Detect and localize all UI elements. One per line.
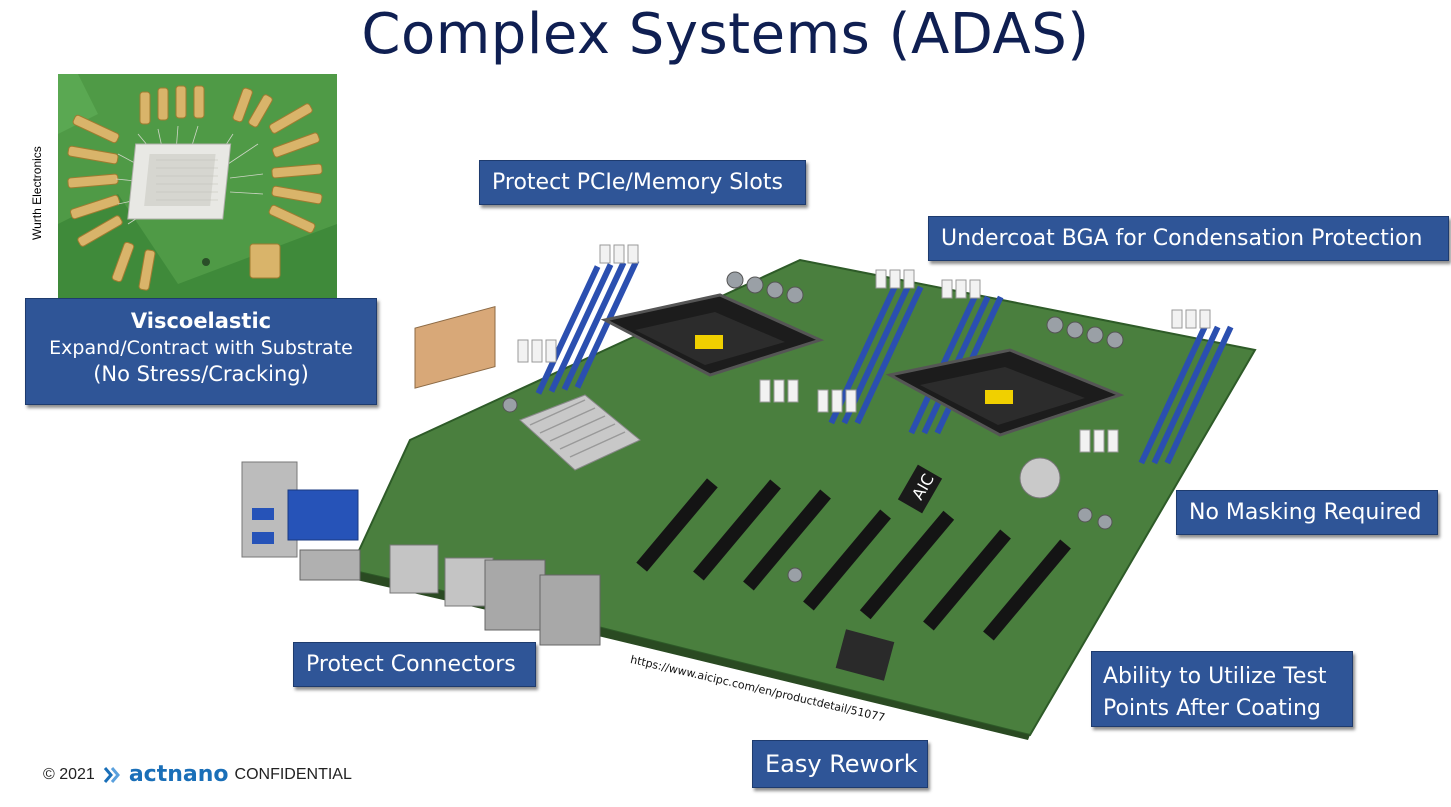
pcie-callout: Protect PCIe/Memory Slots <box>479 160 806 205</box>
actnano-logo-icon <box>103 766 125 784</box>
copyright: © 2021 <box>43 765 95 783</box>
viscoelastic-callout: Viscoelastic Expand/Contract with Substr… <box>25 298 377 405</box>
bga-callout: Undercoat BGA for Condensation Protectio… <box>928 216 1449 261</box>
rework-callout: Easy Rework <box>752 740 928 788</box>
viscoelastic-title: Viscoelastic <box>130 309 272 333</box>
chip-closeup-photo <box>58 74 337 298</box>
confidential-label: CONFIDENTIAL <box>234 765 352 783</box>
test-points-line2: Points After Coating <box>1103 696 1321 721</box>
test-points-line1: Ability to Utilize Test <box>1103 664 1327 689</box>
connectors-callout: Protect Connectors <box>293 642 536 687</box>
slide-title: Complex Systems (ADAS) <box>361 2 1090 67</box>
no-masking-callout: No Masking Required <box>1176 490 1438 535</box>
brand-name: actnano <box>128 762 229 787</box>
footer: © 2021 actnano CONFIDENTIAL <box>43 762 352 787</box>
motherboard-photo: AIC <box>240 240 1280 740</box>
image-credit: Wurth Electronics <box>30 146 44 240</box>
viscoelastic-line2: (No Stress/Cracking) <box>93 362 309 386</box>
test-points-callout: Ability to Utilize Test Points After Coa… <box>1091 651 1353 727</box>
viscoelastic-line1: Expand/Contract with Substrate <box>49 337 353 359</box>
